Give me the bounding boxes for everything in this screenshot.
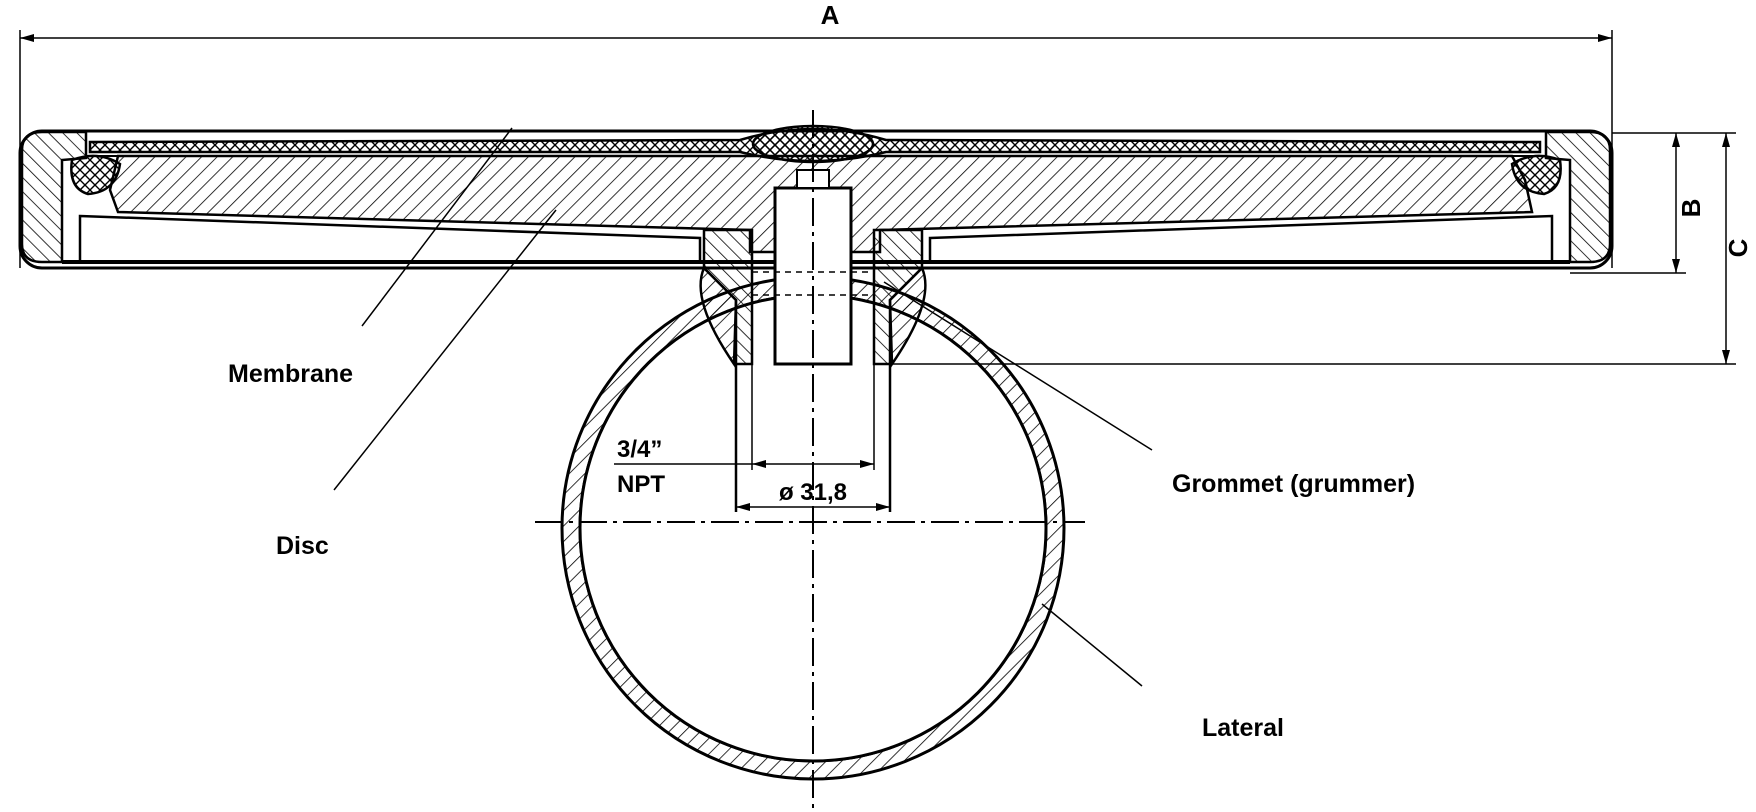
dimension-a-label: A: [821, 0, 840, 30]
part-callouts: Membrane Disc Grommet (grummer) Lateral: [228, 127, 1415, 742]
disc-label: Disc: [276, 532, 329, 560]
grommet-label: Grommet (grummer): [1172, 470, 1415, 498]
membrane: [88, 124, 1542, 164]
dimension-b-c: B C: [890, 132, 1753, 365]
dimension-b-label: B: [1676, 199, 1706, 218]
dimension-a: A: [19, 0, 1613, 268]
membrane-label: Membrane: [228, 360, 353, 388]
dimension-c-label: C: [1723, 238, 1753, 257]
thread-size-line1: 3/4”: [617, 436, 662, 463]
lateral-label: Lateral: [1202, 714, 1284, 742]
center-lines: [535, 110, 1085, 812]
bore-dimensions: 3/4” NPT ø 31,8: [614, 436, 890, 511]
thread-size-line2: NPT: [617, 471, 665, 498]
bore-diameter-label: ø 31,8: [779, 479, 847, 506]
disc-body: [18, 129, 1614, 270]
